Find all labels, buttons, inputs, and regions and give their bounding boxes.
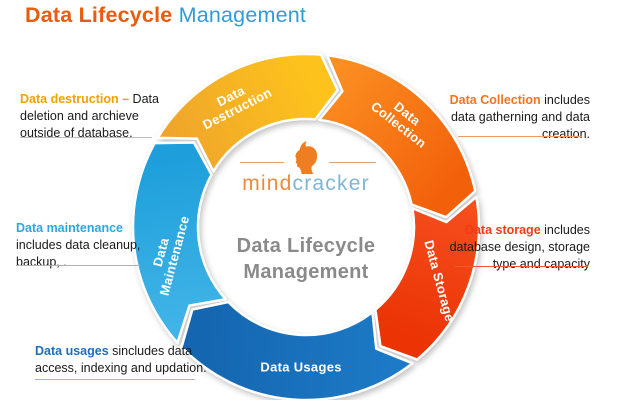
center-caption-line2: Management	[243, 261, 369, 283]
segment-data-destruction	[156, 52, 339, 173]
leader-line-storage	[455, 266, 588, 267]
leader-line-usages	[35, 379, 195, 380]
mindcracker-wordmark: mindcracker	[242, 172, 370, 196]
callout-body: includes database design, storage type a…	[449, 223, 590, 271]
callout-data-maintenance: Data maintenance includes data cleanup, …	[16, 220, 158, 270]
logo-right-accent-line	[329, 162, 376, 163]
callout-lead: Data storage	[464, 223, 541, 237]
center-caption-line1: Data Lifecycle	[236, 235, 376, 257]
page-title: Data Lifecycle Management	[25, 3, 306, 28]
page-title-secondary: Management	[178, 3, 307, 27]
callout-body: Data deletion and archieve outside of da…	[20, 92, 159, 140]
center-caption: Data Lifecycle Management	[237, 233, 376, 285]
wordmark-mind: mind	[242, 172, 293, 195]
callout-lead: Data usages	[35, 344, 109, 358]
callout-lead: Data Collection	[449, 93, 541, 107]
logo-left-accent-line	[240, 162, 284, 163]
callout-lead: Data maintenance	[16, 221, 123, 235]
page-title-primary: Data Lifecycle	[25, 3, 173, 27]
segment-data-collection	[317, 54, 477, 219]
callout-lead: Data destruction –	[20, 92, 130, 106]
leader-line-maintenance	[16, 265, 140, 266]
callout-body: includes data cleanup, backup, .	[16, 237, 141, 269]
leader-line-destruction	[20, 137, 152, 138]
callout-data-collection: Data Collection includes data gatherning…	[440, 92, 590, 142]
callout-data-destruction: Data destruction – Data deletion and arc…	[20, 91, 172, 141]
segment-data-maintenance	[131, 141, 227, 345]
mindcracker-head-icon	[295, 141, 318, 174]
callout-body: includes data gatherning and data creati…	[450, 93, 590, 141]
callout-data-storage: Data storage includes database design, s…	[440, 222, 590, 272]
callout-data-usages: Data usages sincludes data access, index…	[35, 343, 217, 377]
wordmark-cracker: cracker	[292, 172, 370, 195]
segment-data-usages	[180, 300, 414, 400]
leader-line-collection	[458, 136, 582, 137]
segment-data-storage	[374, 195, 481, 361]
label-data-usages: Data Usages	[260, 359, 341, 374]
callout-body: sincludes data access, indexing and upda…	[35, 344, 207, 375]
